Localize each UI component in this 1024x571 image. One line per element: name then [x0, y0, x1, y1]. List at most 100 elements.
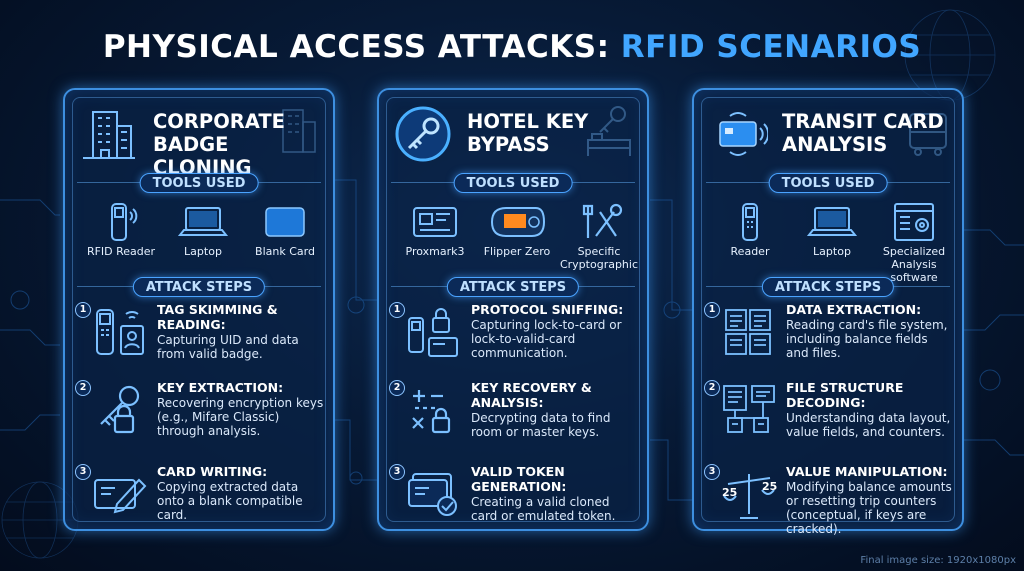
attack-steps-label: ATTACK STEPS [446, 277, 580, 297]
blank-card-icon [256, 202, 314, 242]
math-lock-icon [403, 382, 465, 440]
step-number: 3 [389, 464, 405, 480]
reader-lock-card-icon [403, 304, 465, 362]
step-number: 1 [75, 302, 91, 318]
panel-transit-card-analysis: TRANSIT CARD ANALYSIS TOOLS USED Reader … [692, 88, 964, 536]
step-title: KEY EXTRACTION: [157, 380, 284, 395]
laptop-icon [803, 202, 861, 242]
bus-icon [906, 106, 950, 158]
tool-reader: Reader [708, 202, 792, 258]
laptop-icon [174, 202, 232, 242]
step-description: Creating a valid cloned card or emulated… [471, 495, 616, 523]
attack-steps-label: ATTACK STEPS [761, 277, 895, 297]
step-description: Copying extracted data onto a blank comp… [157, 480, 303, 522]
reader-icon [721, 202, 779, 242]
step-description: Decrypting data to find room or master k… [471, 411, 611, 439]
step-text: KEY RECOVERY & ANALYSIS: Decrypting data… [471, 380, 639, 439]
step-text: TAG SKIMMING & READING: Capturing UID an… [157, 302, 325, 361]
panel-frame [701, 97, 955, 522]
tool-laptop: Laptop [790, 202, 874, 258]
attack-step: 1 TAG SKIMMING & READING: Capturing UID … [75, 298, 325, 374]
page-title: PHYSICAL ACCESS ATTACKS: RFID SCENARIOS [0, 28, 1024, 66]
attack-step: 3 25 25 VALUE MANIPULATION: Modifying bal… [704, 460, 954, 536]
tool-label: Blank Card [255, 245, 315, 258]
tools-used-label: TOOLS USED [453, 173, 573, 193]
step-title: VALID TOKEN GENERATION: [471, 464, 567, 494]
svg-text:25: 25 [762, 480, 777, 493]
file-structure-icon [718, 382, 780, 440]
building-silhouette-icon [277, 104, 319, 154]
step-text: KEY EXTRACTION: Recovering encryption ke… [157, 380, 325, 438]
attack-step: 3 CARD WRITING: Copying extracted data o… [75, 460, 325, 536]
step-title: KEY RECOVERY & ANALYSIS: [471, 380, 592, 410]
tool-label: RFID Reader [86, 245, 156, 258]
attack-steps-label: ATTACK STEPS [132, 277, 266, 297]
panel-header: HOTEL KEY BYPASS [379, 90, 647, 176]
proxmark-icon [406, 202, 464, 242]
step-text: PROTOCOL SNIFFING: Capturing lock-to-car… [471, 302, 639, 360]
step-number: 1 [389, 302, 405, 318]
panel-corporate-badge-cloning: CORPORATE BADGE CLONING TOOLS USED RFID … [63, 88, 335, 531]
tools-row: Proxmark3 Flipper Zero Specific Cryptogr… [389, 202, 638, 272]
step-title: DATA EXTRACTION: [786, 302, 922, 317]
attack-step: 2 KEY EXTRACTION: Recovering encryption … [75, 376, 325, 452]
tools-row: Reader Laptop Specialized Analysis softw… [704, 202, 952, 284]
step-text: VALUE MANIPULATION: Modifying balance am… [786, 464, 954, 536]
panel-title: CORPORATE BADGE CLONING [153, 110, 331, 179]
panel-header: TRANSIT CARD ANALYSIS [694, 90, 962, 176]
tool-rfid-reader: RFID Reader [79, 202, 163, 258]
card-pen-icon [89, 466, 151, 524]
attack-step: 1 PROTOCOL SNIFFING: Capturing lock-to-c… [389, 298, 639, 374]
step-number: 2 [389, 380, 405, 396]
panel-title: HOTEL KEY BYPASS [467, 110, 645, 156]
step-number: 3 [704, 464, 720, 480]
step-number: 2 [704, 380, 720, 396]
panel-title-line2: ANALYSIS [782, 133, 888, 156]
panel-title-line1: HOTEL KEY [467, 110, 589, 133]
step-description: Capturing lock-to-card or lock-to-valid-… [471, 318, 622, 360]
reader-badge-icon [89, 304, 151, 362]
image-size-note: Final image size: 1920x1080px [860, 555, 1016, 566]
tool-label: Laptop [184, 245, 222, 258]
tools-wrench-icon [570, 202, 628, 242]
panel-frame [72, 97, 326, 522]
tool-flipper-zero: Flipper Zero [475, 202, 559, 258]
tools-used-label: TOOLS USED [768, 173, 888, 193]
step-description: Recovering encryption keys (e.g., Mifare… [157, 396, 324, 438]
step-title: CARD WRITING: [157, 464, 268, 479]
card-check-icon [403, 466, 465, 524]
key-bed-icon [584, 102, 634, 158]
tools-row: RFID Reader Laptop Blank Card [75, 202, 323, 272]
tool-analysis-software: Specialized Analysis software [872, 202, 956, 284]
step-description: Capturing UID and data from valid badge. [157, 333, 299, 361]
step-title: VALUE MANIPULATION: [786, 464, 948, 479]
step-text: VALID TOKEN GENERATION: Creating a valid… [471, 464, 639, 523]
office-building-icon [79, 104, 139, 164]
step-title: PROTOCOL SNIFFING: [471, 302, 624, 317]
tool-label: Proxmark3 [405, 245, 465, 258]
tool-specific-cryptographic: Specific Cryptographic [557, 202, 641, 271]
attack-step: 3 VALID TOKEN GENERATION: Creating a val… [389, 460, 639, 536]
step-number: 1 [704, 302, 720, 318]
panel-title-line1: CORPORATE [153, 110, 285, 133]
rfid-reader-icon [92, 202, 150, 242]
tool-label: Specialized Analysis software [882, 245, 946, 284]
step-description: Reading card's file system, including ba… [786, 318, 948, 360]
panel-frame [386, 97, 640, 522]
key-circle-icon [393, 104, 453, 164]
step-title: TAG SKIMMING & READING: [157, 302, 278, 332]
step-text: CARD WRITING: Copying extracted data ont… [157, 464, 325, 522]
attack-step: 2 KEY RECOVERY & ANALYSIS: Decrypting da… [389, 376, 639, 452]
file-grid-icon [718, 304, 780, 362]
panel-title-line1: TRANSIT CARD [782, 110, 944, 133]
contactless-card-icon [708, 104, 768, 164]
title-highlight: RFID SCENARIOS [620, 29, 922, 65]
panel-title: TRANSIT CARD ANALYSIS [782, 110, 960, 156]
tool-blank-card: Blank Card [243, 202, 327, 258]
title-main: PHYSICAL ACCESS ATTACKS: [102, 29, 610, 65]
svg-text:25: 25 [722, 486, 737, 499]
attack-step: 1 DATA EXTRACTION: Reading card's file s… [704, 298, 954, 374]
balance-scale-icon: 25 25 [718, 466, 780, 524]
software-window-icon [885, 202, 943, 242]
panel-header: CORPORATE BADGE CLONING [65, 90, 333, 179]
